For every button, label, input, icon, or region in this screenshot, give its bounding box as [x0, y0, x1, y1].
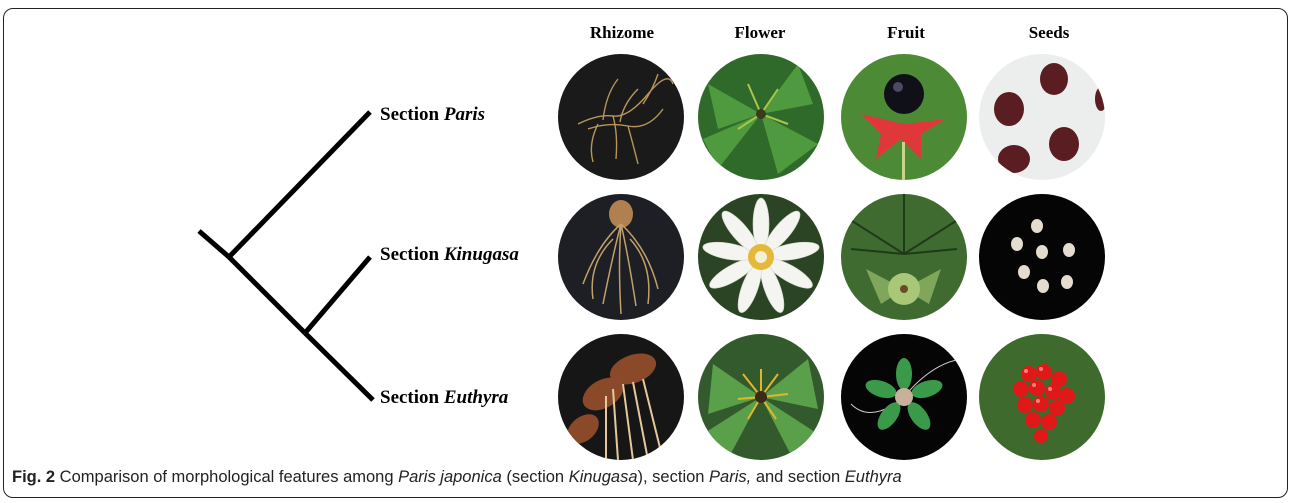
- column-header-rhizome: Rhizome: [552, 23, 692, 43]
- section-label-euthyra: Section Euthyra: [380, 387, 508, 409]
- caption-section-name: Paris,: [709, 468, 751, 486]
- column-header-fruit: Fruit: [836, 23, 976, 43]
- section-name: Paris: [444, 104, 485, 125]
- tree-branch-kinugasa: [305, 257, 370, 333]
- section-label-kinugasa: Section Kinugasa: [380, 244, 519, 266]
- photo-euthyra-fruit: [841, 334, 967, 460]
- tree-branch-paris: [229, 112, 370, 257]
- section-prefix: Section: [380, 387, 439, 408]
- photo-kinugasa-rhizome: [558, 194, 684, 320]
- caption-text: ), section: [638, 468, 710, 486]
- figure-caption: Fig. 2 Comparison of morphological featu…: [12, 468, 902, 487]
- tree-root-branch: [199, 231, 229, 257]
- section-name: Kinugasa: [444, 244, 519, 265]
- column-header-flower: Flower: [690, 23, 830, 43]
- section-prefix: Section: [380, 104, 439, 125]
- photo-euthyra-flower: [698, 334, 824, 460]
- photo-paris-flower: [698, 54, 824, 180]
- photo-kinugasa-seeds: [979, 194, 1105, 320]
- photo-euthyra-seeds: [979, 334, 1105, 460]
- photo-paris-rhizome: [558, 54, 684, 180]
- figure-number: Fig. 2: [12, 468, 55, 486]
- caption-text: Comparison of morphological features amo…: [55, 468, 398, 486]
- caption-text: and section: [751, 468, 845, 486]
- caption-text: (section: [502, 468, 569, 486]
- photo-euthyra-rhizome: [558, 334, 684, 460]
- caption-species: Paris japonica: [398, 468, 502, 486]
- photo-paris-seeds: [979, 54, 1105, 180]
- tree-branch-euthyra: [305, 333, 373, 400]
- photo-paris-fruit: [841, 54, 967, 180]
- caption-section-name: Euthyra: [845, 468, 902, 486]
- photo-kinugasa-fruit: [841, 194, 967, 320]
- caption-section-name: Kinugasa: [569, 468, 638, 486]
- section-prefix: Section: [380, 244, 439, 265]
- tree-inner-branch: [229, 257, 305, 333]
- section-label-paris: Section Paris: [380, 104, 485, 126]
- phylogenetic-tree: [0, 0, 380, 420]
- photo-kinugasa-flower: [698, 194, 824, 320]
- section-name: Euthyra: [444, 387, 508, 408]
- column-header-seeds: Seeds: [979, 23, 1119, 43]
